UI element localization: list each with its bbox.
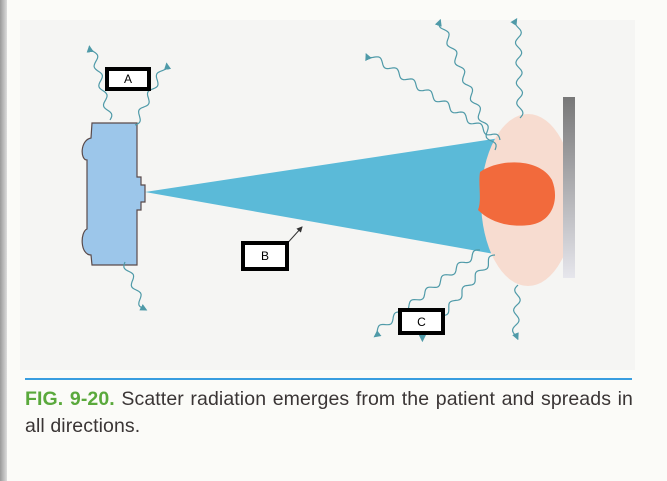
page-binding-edge xyxy=(0,0,7,481)
scatter-ray xyxy=(510,17,524,119)
x-ray-tube xyxy=(81,122,146,266)
primary-beam xyxy=(145,138,500,255)
label-c-box: C xyxy=(398,308,445,335)
label-a: A xyxy=(123,72,132,86)
figure-caption: FIG. 9-20. Scatter radiation emerges fro… xyxy=(25,386,633,440)
scatter-radiation-diagram xyxy=(81,17,575,343)
scatter-ray xyxy=(434,18,497,151)
scatter-ray xyxy=(365,53,501,141)
scatter-ray xyxy=(123,261,148,311)
label-c: C xyxy=(417,314,426,329)
scatter-ray xyxy=(134,62,172,126)
label-b: B xyxy=(260,249,269,263)
scatter-ray xyxy=(511,284,521,341)
scatter-ray xyxy=(373,249,481,338)
figure-number: FIG. 9-20. xyxy=(25,388,115,410)
label-a-box: A xyxy=(105,67,151,91)
scatter-ray xyxy=(86,45,113,121)
patient-head xyxy=(478,162,556,226)
caption-divider xyxy=(25,378,632,380)
label-b-box: B xyxy=(241,241,289,271)
caption-text: Scatter radiation emerges from the patie… xyxy=(25,388,633,437)
image-receptor xyxy=(563,97,575,278)
